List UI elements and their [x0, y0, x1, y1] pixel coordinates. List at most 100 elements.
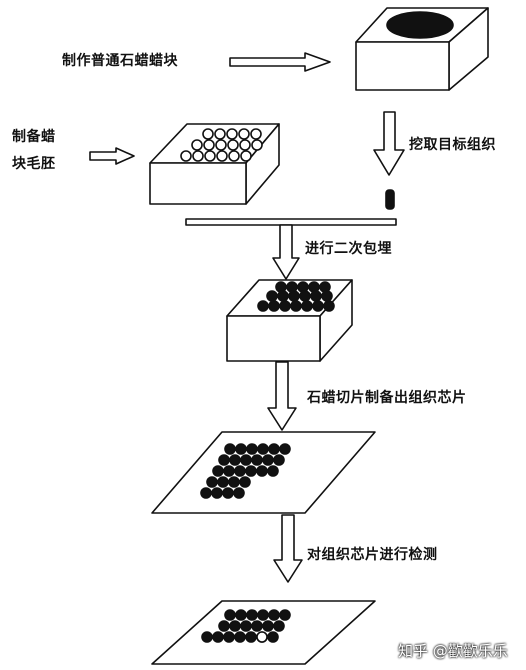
empty-hole [216, 150, 228, 162]
tissue-core-icon [385, 189, 395, 210]
empty-hole [192, 150, 204, 162]
recipient-block-blank [149, 123, 280, 205]
empty-hole [191, 139, 203, 151]
slide-spot [240, 454, 252, 466]
tissue-core [277, 290, 289, 302]
arrow-to-recipient-block [89, 147, 135, 165]
result-spot [257, 609, 269, 621]
empty-hole [228, 150, 240, 162]
step-detect-label: 对组织芯片进行检测 [307, 547, 438, 563]
result-spot [218, 620, 230, 632]
tissue-core [310, 290, 322, 302]
step-re-embed-label: 进行二次包埋 [305, 241, 392, 257]
slide-spot [212, 465, 224, 477]
slide-spot [273, 454, 285, 466]
slide-spot [234, 465, 246, 477]
empty-hole [203, 139, 215, 151]
slide-spot [262, 454, 274, 466]
result-spot [212, 631, 224, 643]
tissue-core [301, 300, 313, 312]
slide-spot [245, 465, 257, 477]
step-recipient-label-line1: 制备蜡 [12, 129, 56, 145]
result-spot [267, 631, 279, 643]
arrow-extract-down [373, 111, 405, 176]
embedded-tissue-cores [257, 281, 335, 312]
empty-core-holes [180, 128, 263, 162]
result-spot [279, 609, 291, 621]
watermark: 知乎 @歡歡乐乐 [398, 642, 508, 660]
slide-spot [218, 454, 230, 466]
arrow-to-slide [267, 361, 297, 431]
result-spot [223, 631, 235, 643]
slide-tissue-spots [200, 443, 291, 499]
tissue-core [312, 300, 324, 312]
tissue-core [279, 300, 291, 312]
slide-spot [268, 443, 280, 455]
tissue-sample-shape [386, 11, 454, 39]
slide-spot [223, 465, 235, 477]
step-extract-label: 挖取目标组织 [409, 137, 496, 153]
slide-spot [256, 465, 268, 477]
tissue-core [299, 290, 311, 302]
merge-bar [185, 218, 397, 226]
tissue-core [266, 290, 278, 302]
result-spot [262, 620, 274, 632]
result-spot [246, 609, 258, 621]
detected-chip-slide [151, 600, 376, 665]
empty-hole [226, 128, 238, 140]
empty-hole [251, 139, 263, 151]
empty-hole [204, 150, 216, 162]
slide-spot [233, 487, 245, 499]
arrow-to-donor-block [229, 52, 331, 72]
tissue-core [290, 300, 302, 312]
result-spot [235, 609, 247, 621]
arrow-to-filled-block [272, 224, 300, 280]
slide-spot [229, 454, 241, 466]
result-spot [229, 620, 241, 632]
result-spot [273, 620, 285, 632]
empty-hole [250, 128, 262, 140]
arrow-to-detection [273, 514, 303, 583]
result-spot [234, 631, 246, 643]
tissue-core [268, 300, 280, 312]
result-spot [251, 620, 263, 632]
tissue-core [257, 300, 269, 312]
empty-hole [238, 128, 250, 140]
slide-spot [246, 443, 258, 455]
result-spot [240, 620, 252, 632]
tissue-core [323, 300, 335, 312]
filled-tissue-array-block [226, 279, 353, 362]
empty-hole [239, 139, 251, 151]
empty-hole [215, 139, 227, 151]
tissue-core [288, 290, 300, 302]
tissue-chip-slide [151, 431, 376, 514]
slide-spot [222, 487, 234, 499]
result-spot-negative [256, 631, 268, 643]
slide-spot [206, 476, 218, 488]
step-recipient-label-line2: 块毛胚 [12, 156, 56, 172]
result-spot [201, 631, 213, 643]
empty-hole [180, 150, 192, 162]
slide-spot [211, 487, 223, 499]
slide-spot [200, 487, 212, 499]
empty-hole [202, 128, 214, 140]
step-section-label: 石蜡切片制备出组织芯片 [307, 390, 467, 406]
detection-result-spots [201, 609, 291, 643]
slide-spot [279, 443, 291, 455]
step-make-block-label: 制作普通石蜡蜡块 [62, 53, 178, 69]
slide-spot [235, 443, 247, 455]
slide-spot [251, 454, 263, 466]
result-spot [268, 609, 280, 621]
empty-hole [214, 128, 226, 140]
slide-spot [239, 476, 251, 488]
tissue-core [321, 290, 333, 302]
slide-spot [257, 443, 269, 455]
slide-spot [224, 443, 236, 455]
empty-hole [227, 139, 239, 151]
result-spot [245, 631, 257, 643]
slide-spot [267, 465, 279, 477]
result-spot [224, 609, 236, 621]
donor-paraffin-block [355, 7, 489, 91]
slide-spot [217, 476, 229, 488]
